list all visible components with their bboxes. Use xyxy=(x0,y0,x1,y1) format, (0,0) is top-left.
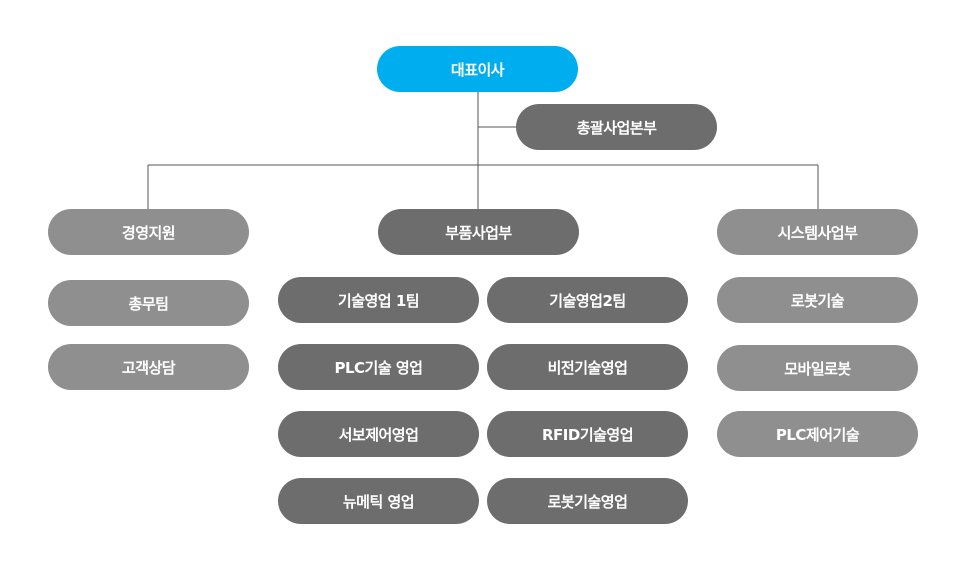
node-general-hq: 총괄사업본부 xyxy=(516,104,717,150)
node-management-support: 경영지원 xyxy=(48,209,249,255)
node-parts-division: 부품사업부 xyxy=(378,209,579,255)
node-team: 모바일로봇 xyxy=(717,345,918,391)
node-team: 기술영업 1팀 xyxy=(278,277,479,323)
node-team: PLC기술 영업 xyxy=(278,344,479,390)
node-system-division: 시스템사업부 xyxy=(717,209,918,255)
node-team: RFID기술영업 xyxy=(487,411,688,457)
node-team: 로봇기술영업 xyxy=(487,478,688,524)
node-team: 서보제어영업 xyxy=(278,411,479,457)
node-team: PLC제어기술 xyxy=(717,411,918,457)
node-ceo: 대표이사 xyxy=(377,46,578,92)
node-team: 기술영업2팀 xyxy=(487,277,688,323)
node-team: 고객상담 xyxy=(48,344,249,390)
node-team: 비전기술영업 xyxy=(487,344,688,390)
node-team: 총무팀 xyxy=(48,280,249,326)
node-team: 로봇기술 xyxy=(717,277,918,323)
node-team: 뉴메틱 영업 xyxy=(278,478,479,524)
